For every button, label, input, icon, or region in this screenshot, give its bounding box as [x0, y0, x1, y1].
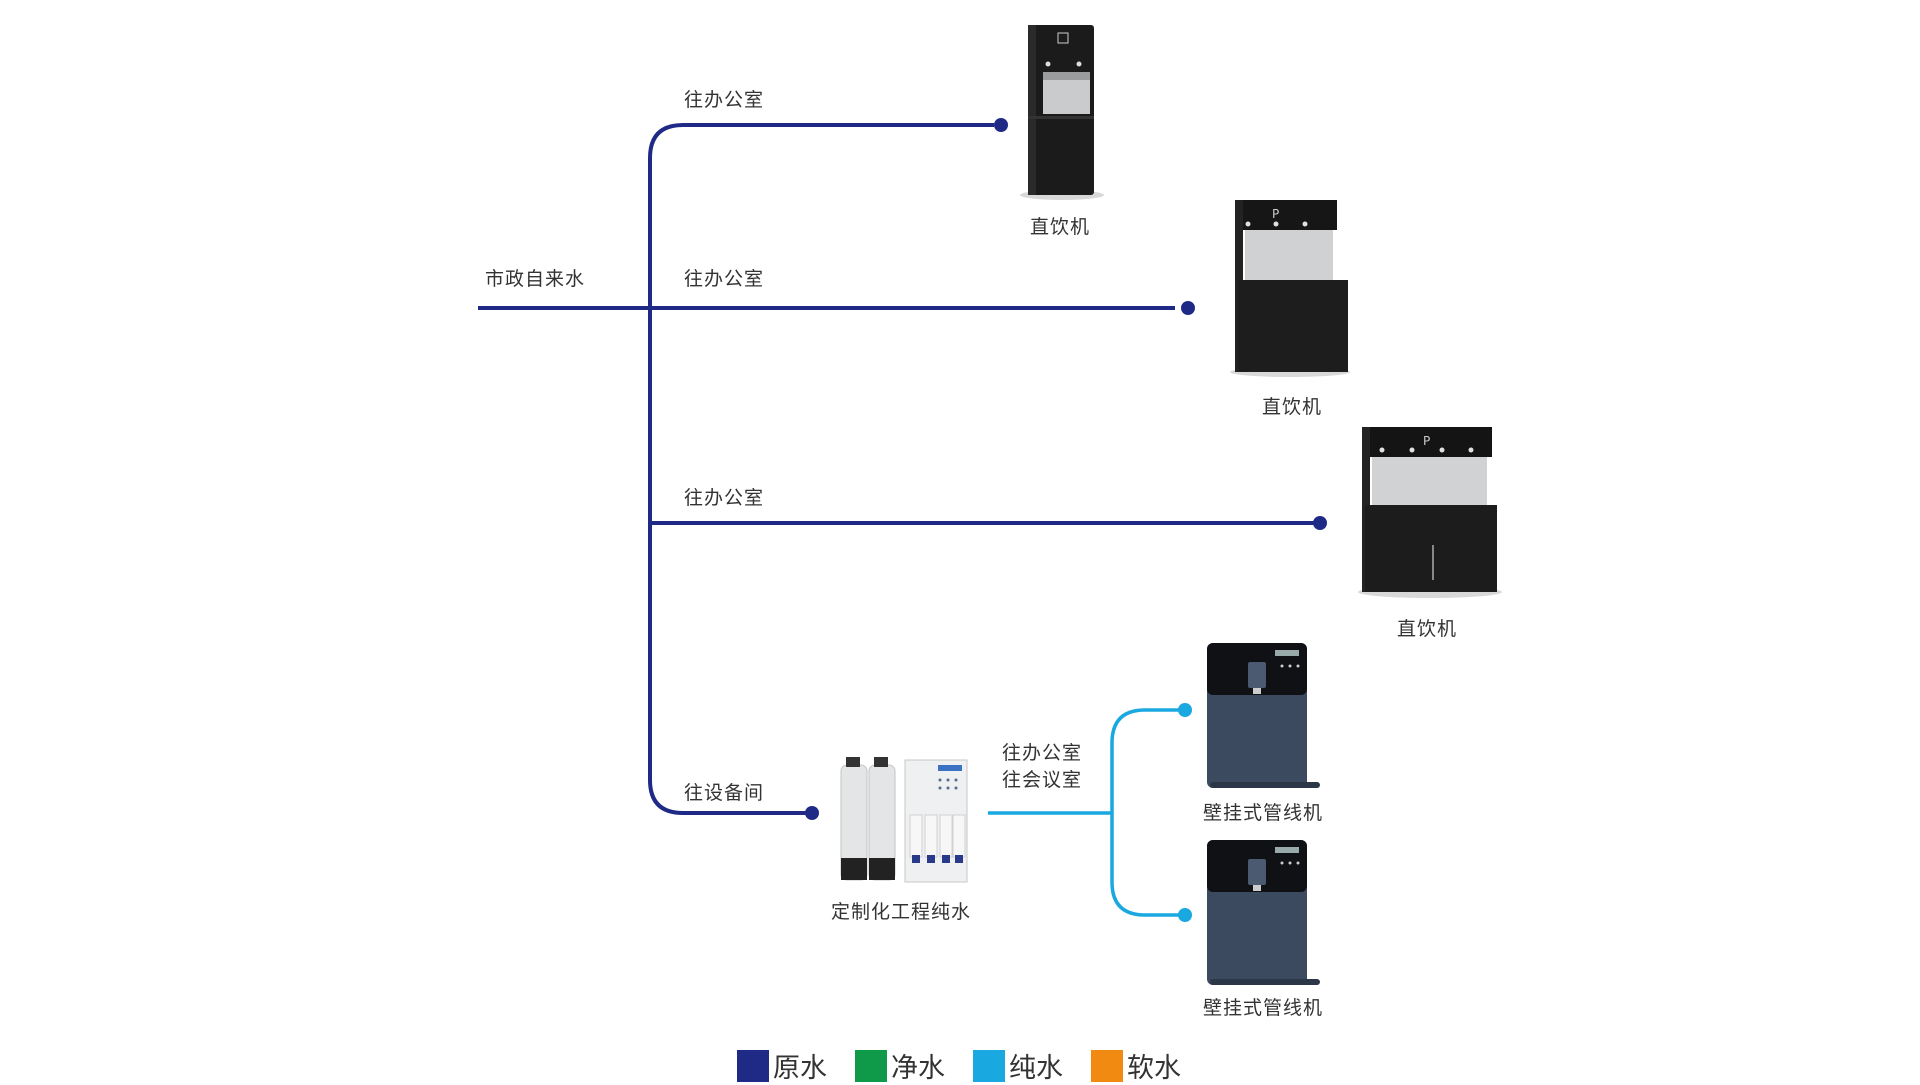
pure-output-label: 往办公室 往会议室 [1002, 740, 1082, 794]
legend-label: 原水 [773, 1053, 827, 1084]
dispenser-1-image [1020, 25, 1104, 200]
legend-swatch [855, 1049, 887, 1082]
wall-unit-2-image [1207, 840, 1320, 985]
pure-branch-pipe [1110, 708, 1185, 917]
svg-text:P: P [1423, 434, 1430, 448]
pure-output-label-line-2: 往会议室 [1002, 769, 1083, 791]
wall-unit-1-image [1207, 643, 1320, 788]
wall-unit-label-2: 壁挂式管线机 [1203, 997, 1324, 1019]
pure-endpoint-dot-1 [1178, 703, 1192, 717]
endpoint-dot-3 [1313, 516, 1327, 530]
endpoint-dot-4 [805, 806, 819, 820]
legend-item-purified-water: 净水 [855, 1046, 945, 1085]
pure-water-pipes [988, 708, 1185, 917]
wall-unit-label-1: 壁挂式管线机 [1203, 802, 1324, 824]
branch-label-1: 往办公室 [684, 89, 765, 111]
raw-water-endpoints [805, 118, 1327, 820]
legend-label: 净水 [891, 1053, 945, 1084]
legend-swatch [1091, 1049, 1123, 1082]
source-label: 市政自来水 [485, 268, 586, 290]
endpoint-dot-2 [1181, 301, 1195, 315]
dispenser-2-image: P [1230, 200, 1350, 377]
legend-swatch [737, 1049, 769, 1082]
ro-system-image [840, 757, 968, 883]
legend-item-soft-water: 软水 [1091, 1046, 1181, 1085]
svg-text:P: P [1272, 207, 1279, 221]
device-label-2: 直饮机 [1262, 396, 1323, 418]
device-label-3: 直饮机 [1397, 618, 1458, 640]
device-label-1: 直饮机 [1030, 216, 1091, 238]
legend-item-pure-water: 纯水 [973, 1046, 1063, 1085]
endpoint-dot-1 [994, 118, 1008, 132]
pure-output-label-line-1: 往办公室 [1002, 742, 1083, 764]
pure-water-endpoints [1178, 703, 1192, 922]
legend-item-raw-water: 原水 [737, 1046, 827, 1085]
trunk-pipe [648, 123, 994, 815]
raw-water-pipes [478, 123, 1320, 815]
legend-swatch [973, 1049, 1005, 1082]
branch-label-2: 往办公室 [684, 268, 765, 290]
branch-label-4: 往设备间 [684, 782, 765, 804]
dispenser-3-image: P [1358, 427, 1502, 598]
branch-label-3: 往办公室 [684, 487, 765, 509]
pure-endpoint-dot-2 [1178, 908, 1192, 922]
legend-label: 软水 [1127, 1053, 1181, 1084]
legend: 原水 净水 纯水 软水 [737, 1046, 1181, 1085]
legend-label: 纯水 [1009, 1053, 1063, 1084]
device-label-4: 定制化工程纯水 [831, 901, 972, 923]
